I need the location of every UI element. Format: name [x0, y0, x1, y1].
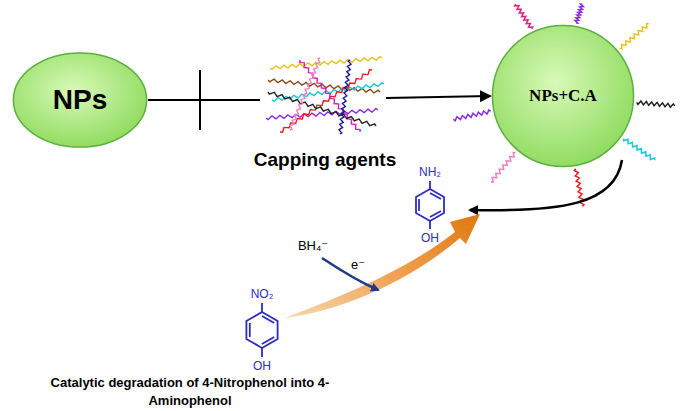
- capping-agents-label: Capping agents: [254, 149, 397, 171]
- borohydride-label: BH₄⁻: [298, 238, 328, 253]
- capped-nanoparticle-circle: NPs+C.A: [491, 24, 635, 168]
- amine-group: NH₂: [419, 165, 441, 179]
- hydroxyl-group: OH: [421, 231, 439, 245]
- caption: Catalytic degradation of 4-Nitrophenol i…: [30, 374, 350, 410]
- electron-arrow: [322, 258, 378, 290]
- nitrophenol-ring: [246, 303, 277, 357]
- node-label: NPs: [53, 84, 107, 116]
- nanoparticle-circle: NPs: [12, 52, 148, 148]
- hydroxyl-group: OH: [253, 359, 271, 373]
- reaction-swoosh: [285, 214, 480, 318]
- electron-label: e⁻: [351, 257, 365, 272]
- aminophenol-ring: [416, 181, 444, 229]
- connector-arrow: [148, 96, 490, 100]
- curved-arrow: [470, 160, 622, 210]
- node-label: NPs+C.A: [529, 86, 597, 106]
- nitro-group: NO₂: [251, 287, 274, 301]
- capping-rays: [453, 4, 674, 206]
- capping-tangle: [266, 57, 384, 134]
